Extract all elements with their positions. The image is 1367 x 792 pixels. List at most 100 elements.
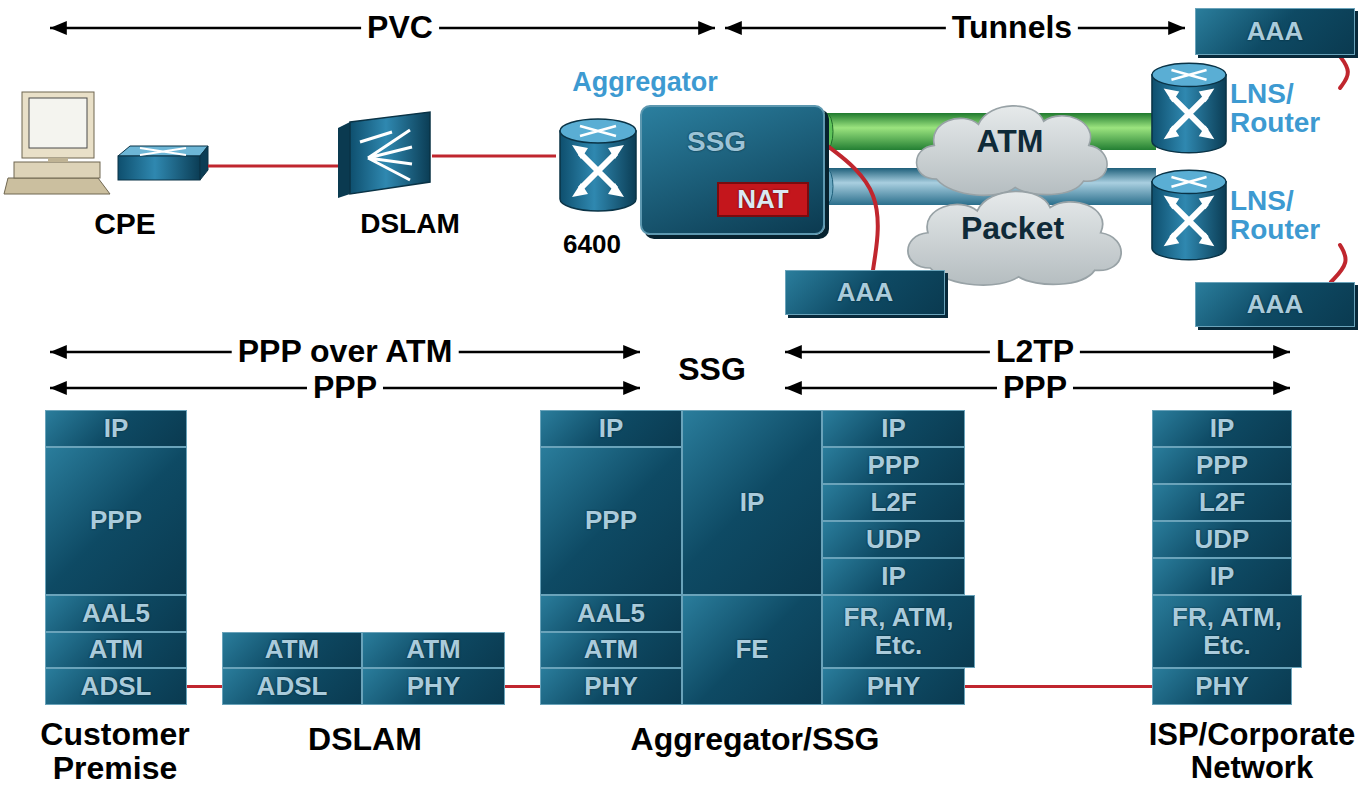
monitor-stand	[48, 158, 68, 162]
protocol-layer: ATM	[222, 632, 362, 668]
node-text: IP	[104, 415, 129, 442]
protocol-layer: IP	[45, 410, 187, 447]
label: ISP/Corporate Network	[1138, 719, 1366, 784]
protocol-layer: FR, ATM, Etc.	[822, 595, 975, 668]
link-wire	[187, 685, 222, 688]
protocol-layer: ADSL	[222, 668, 362, 705]
protocol-layer: ATM	[45, 632, 187, 668]
node-text: ATM	[406, 636, 460, 663]
aaa-server-box: AAA	[1195, 282, 1355, 327]
node-text: IP	[881, 563, 906, 590]
node-text: NAT	[737, 186, 789, 213]
link-wire	[1339, 55, 1348, 88]
router-6400-icon	[560, 119, 636, 211]
node-text: L2F	[870, 489, 916, 516]
node-text: PHY	[1195, 673, 1248, 700]
node-text: ADSL	[257, 673, 328, 700]
node-text: IP	[1210, 563, 1235, 590]
node-text: SSG	[687, 127, 746, 156]
cpe-router-icon	[118, 146, 208, 180]
router-symbol	[1152, 170, 1226, 260]
keyboard	[4, 178, 110, 194]
node-text: IP	[1210, 415, 1235, 442]
protocol-layer: PPP	[540, 447, 682, 595]
node-text: PHY	[867, 673, 920, 700]
link-wire	[965, 685, 1152, 688]
protocol-layer: FR, ATM, Etc.	[1152, 595, 1302, 668]
router-side	[200, 146, 208, 180]
node-text: AAL5	[82, 600, 150, 627]
node-text: PHY	[584, 673, 637, 700]
pc-icon	[4, 92, 110, 194]
lns-router: LNS/ Router	[1150, 165, 1340, 265]
protocol-layer: PHY	[362, 668, 505, 705]
node-text: FR, ATM, Etc.	[1153, 604, 1301, 659]
protocol-layer: IP	[822, 558, 965, 595]
node-text: PHY	[407, 673, 460, 700]
node-text: LNS/ Router	[1230, 79, 1334, 138]
protocol-layer: PHY	[540, 668, 682, 705]
node-text: ATM	[584, 636, 638, 663]
screen	[29, 98, 87, 148]
label: PVC	[361, 11, 439, 45]
dslam-side	[338, 122, 350, 198]
protocol-layer: ATM	[540, 632, 682, 668]
node-text: UDP	[1195, 526, 1250, 553]
label: CPE	[88, 208, 162, 240]
node-text: PPP	[90, 507, 142, 534]
label: Customer Premise	[15, 718, 215, 785]
protocol-layer: PPP	[822, 447, 965, 484]
label: Tunnels	[946, 11, 1078, 45]
node-text: FE	[735, 636, 768, 663]
access-wire	[208, 156, 556, 166]
label: 6400	[557, 231, 627, 258]
node-text: FR, ATM, Etc.	[823, 604, 974, 659]
node-text: Packet	[961, 212, 1064, 246]
node-text: PPP	[585, 507, 637, 534]
label: PPP over ATM	[232, 335, 459, 369]
network-cloud: ATM	[905, 95, 1115, 200]
protocol-layer: IP	[822, 410, 965, 447]
label: L2TP	[990, 335, 1080, 369]
link-wire	[505, 685, 540, 688]
protocol-layer: PHY	[1152, 668, 1292, 705]
protocol-layer: PPP	[45, 447, 187, 595]
label: DSLAM	[354, 209, 466, 238]
node-text: ATM	[977, 125, 1044, 159]
monitor	[22, 92, 94, 158]
protocol-layer: PPP	[1152, 447, 1292, 484]
link-wire	[825, 144, 878, 270]
node-text: PPP	[1196, 452, 1248, 479]
label: PPP	[307, 371, 383, 405]
label: SSG	[672, 353, 752, 387]
node-text: UDP	[866, 526, 921, 553]
dslam-arrows	[360, 130, 412, 180]
router-icon	[1150, 58, 1228, 158]
node-text: LNS/ Router	[1230, 186, 1334, 245]
protocol-layer: IP	[540, 410, 682, 447]
pc-case	[14, 162, 100, 178]
node-text: IP	[881, 415, 906, 442]
protocol-layer: FE	[682, 595, 822, 705]
dslam-icon	[338, 112, 430, 198]
protocol-layer: AAL5	[45, 595, 187, 632]
protocol-layer: L2F	[822, 484, 965, 521]
node-text: IP	[740, 489, 765, 516]
router-arrows	[140, 148, 186, 155]
node-text: AAL5	[577, 600, 645, 627]
node-text: AAA	[1247, 18, 1303, 45]
label: Aggregator	[566, 68, 724, 96]
label: DSLAM	[302, 723, 428, 757]
cloud-shape	[917, 106, 1108, 195]
node-text: IP	[599, 415, 624, 442]
protocol-layer: AAL5	[540, 595, 682, 632]
protocol-layer: PHY	[822, 668, 965, 705]
protocol-layer: ATM	[362, 632, 505, 668]
protocol-layer: ADSL	[45, 668, 187, 705]
nat-box: NAT	[717, 182, 809, 217]
router-symbol	[1152, 63, 1226, 153]
protocol-layer: IP	[1152, 558, 1292, 595]
node-text: AAA	[1247, 291, 1303, 318]
protocol-layer: UDP	[822, 521, 965, 558]
